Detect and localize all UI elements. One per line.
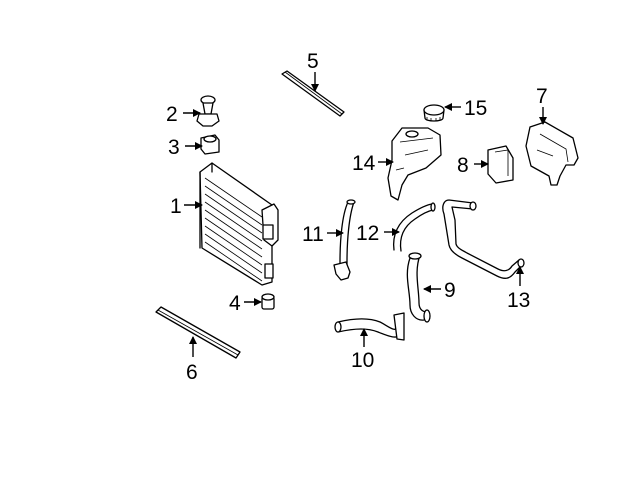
upper-seal-strip xyxy=(281,70,345,117)
expansion-tank xyxy=(387,127,442,201)
radiator-mount-bushing xyxy=(200,134,220,155)
hose-11 xyxy=(333,199,356,281)
callout-2: 2 xyxy=(166,103,178,126)
hose-10 xyxy=(334,312,405,341)
callout-4: 4 xyxy=(229,292,241,315)
callout-15: 15 xyxy=(464,97,487,120)
pipe-13 xyxy=(442,199,525,279)
lower-seal-strip xyxy=(155,306,241,359)
callout-14: 14 xyxy=(352,152,376,175)
lower-mount-bushing xyxy=(261,293,275,310)
leader-lines xyxy=(183,72,547,357)
callout-11: 11 xyxy=(302,223,324,246)
callout-6: 6 xyxy=(186,361,198,384)
drain-plug xyxy=(196,95,220,127)
callout-12: 12 xyxy=(356,222,379,245)
hose-12 xyxy=(392,202,436,252)
callout-labels: 1 2 3 4 5 6 7 8 9 10 11 12 13 14 15 xyxy=(166,50,548,384)
callout-3: 3 xyxy=(168,136,180,159)
radiator xyxy=(199,162,279,286)
callout-5: 5 xyxy=(307,50,319,73)
callout-8: 8 xyxy=(457,154,469,177)
callout-1: 1 xyxy=(170,195,182,218)
callout-10: 10 xyxy=(351,349,374,372)
callout-7: 7 xyxy=(536,85,548,108)
tank-cap xyxy=(423,104,445,122)
callout-9: 9 xyxy=(444,279,456,302)
hose-9 xyxy=(406,252,431,323)
air-duct xyxy=(525,121,579,186)
callout-13: 13 xyxy=(507,289,530,312)
bracket xyxy=(487,145,514,184)
